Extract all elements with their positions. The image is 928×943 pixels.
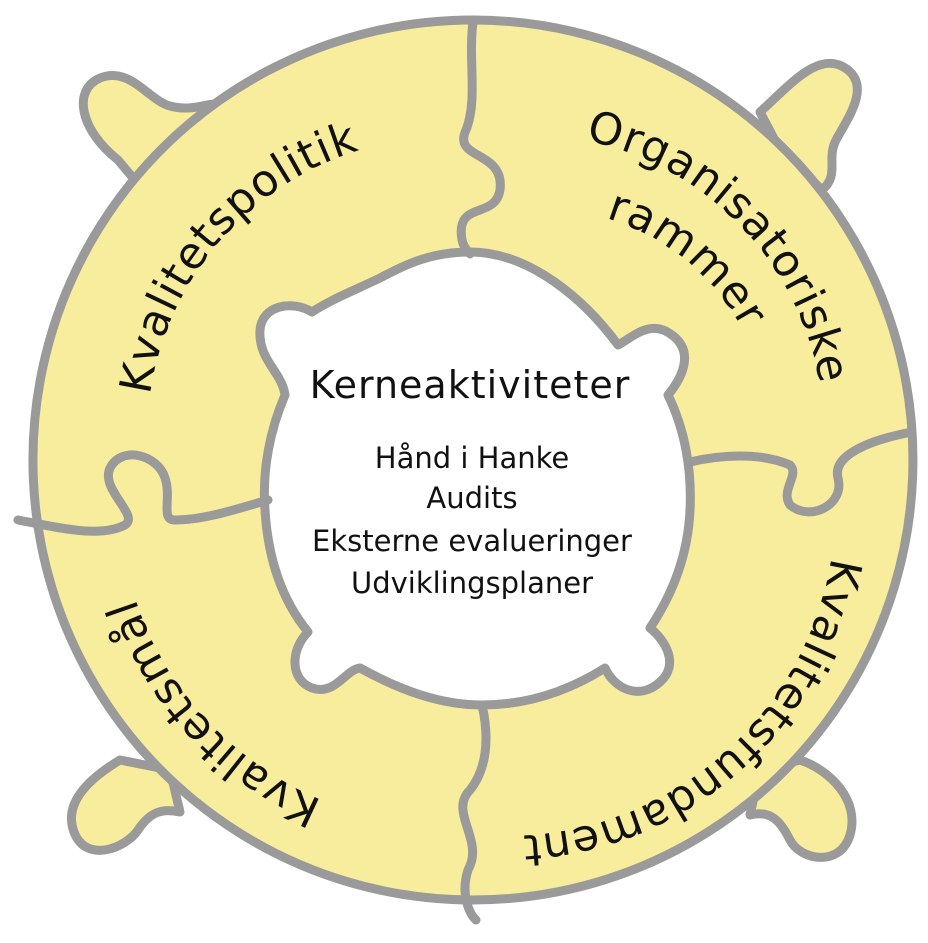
center-item-audits: Audits xyxy=(426,481,517,515)
seam-bottom xyxy=(458,700,491,925)
center-item-haand-i-hanke: Hånd i Hanke xyxy=(375,441,569,475)
puzzle-seams xyxy=(13,17,917,925)
puzzle-ring xyxy=(28,15,918,905)
knob-top-right xyxy=(755,58,862,195)
knob-bottom-left xyxy=(67,755,185,855)
seam-right xyxy=(685,427,917,517)
center-piece: Kerneaktiviteter Hånd i Hanke Audits Eks… xyxy=(310,363,632,600)
puzzle-ring-body xyxy=(28,15,918,905)
center-item-eksterne-evalueringer: Eksterne evalueringer xyxy=(312,524,632,558)
center-item-udviklingsplaner: Udviklingsplaner xyxy=(351,566,593,600)
seam-top xyxy=(456,17,505,259)
seam-left xyxy=(13,450,273,536)
center-title: Kerneaktiviteter xyxy=(310,363,631,407)
